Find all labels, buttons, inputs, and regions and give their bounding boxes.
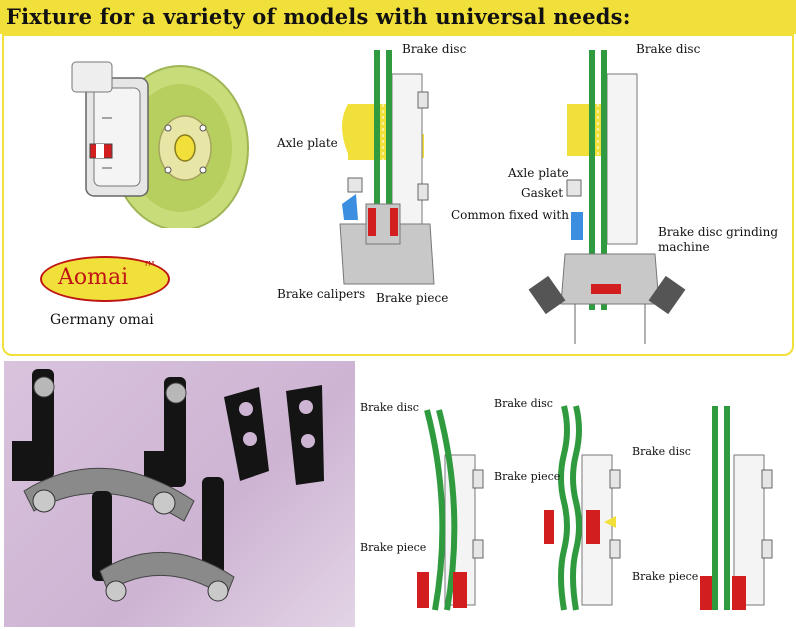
left-brake-disc-label: Brake disc [402, 42, 467, 56]
bottom2-brake-disc-label: Brake disc [494, 397, 553, 410]
brand-name: Aomai [58, 265, 129, 290]
header-bar: Fixture for a variety of models with uni… [0, 0, 796, 34]
grinding-machine-diagram [528, 50, 686, 344]
brand-oval [40, 256, 170, 302]
right-axle-plate-label: Axle plate [508, 166, 569, 180]
caliper-diagram [339, 50, 435, 285]
bottom3-brake-piece-label: Brake piece [632, 570, 699, 583]
brand-logo: Aomai TM [40, 256, 170, 306]
left-brake-piece-label: Brake piece [376, 291, 449, 305]
right-grinding-label-2: machine [658, 240, 710, 254]
left-brake-calipers-label: Brake calipers [277, 287, 366, 301]
bottom-diagram-straight [700, 406, 773, 610]
fixture-parts-illustration [12, 369, 324, 602]
brand-caption: Germany omai [50, 312, 154, 328]
bottom-diagram-wavy [544, 405, 621, 611]
bottom2-brake-piece-label: Brake piece [494, 470, 561, 483]
bottom1-brake-piece-label: Brake piece [360, 541, 427, 554]
left-axle-plate-label: Axle plate [277, 136, 338, 150]
right-gasket-label: Gasket [521, 186, 564, 200]
fixture-parts-photo [4, 361, 355, 627]
right-common-fixed-label: Common fixed with [451, 208, 569, 222]
bottom1-brake-disc-label: Brake disc [360, 401, 419, 414]
brake-assembly-illustration [71, 61, 249, 228]
right-brake-disc-label: Brake disc [636, 42, 701, 56]
bottom3-brake-disc-label: Brake disc [632, 445, 691, 458]
brand-trademark: TM [144, 260, 155, 268]
right-grinding-label-1: Brake disc grinding [658, 225, 779, 239]
page-title: Fixture for a variety of models with uni… [6, 4, 631, 29]
bottom-diagram-warped [417, 409, 484, 611]
